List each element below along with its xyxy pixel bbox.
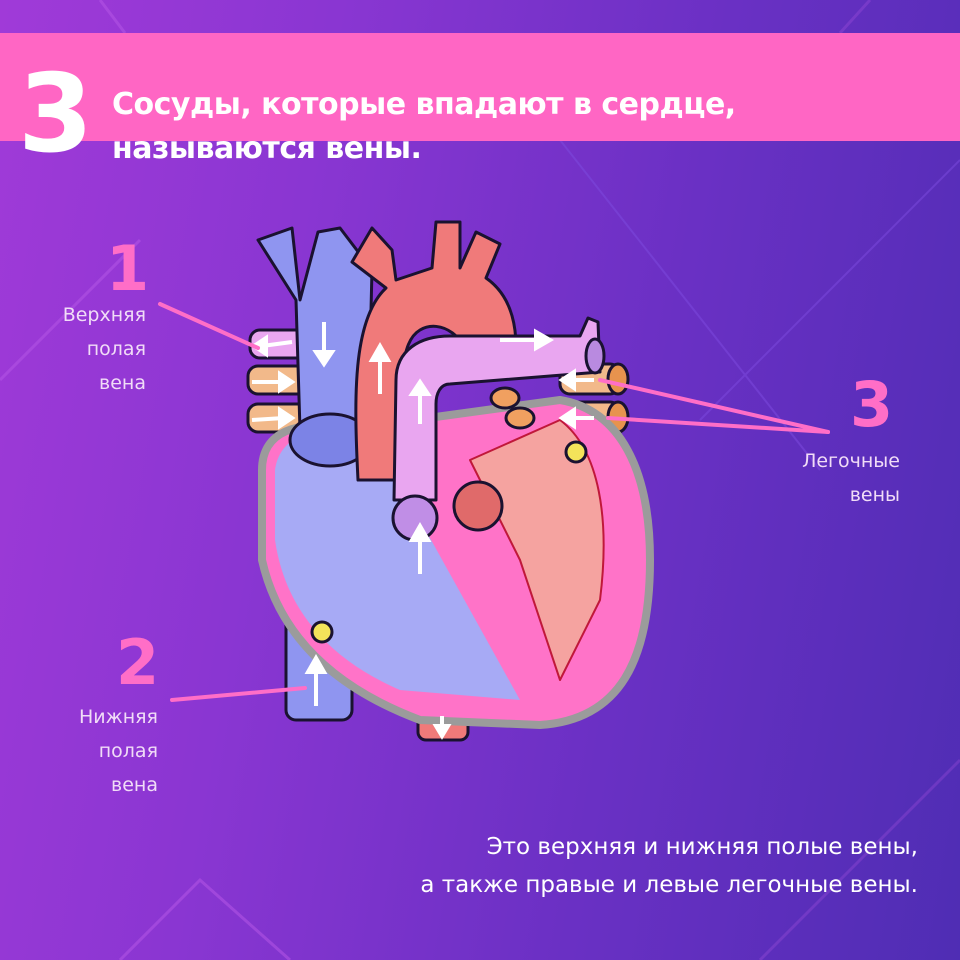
label-2-number: 2 — [116, 626, 160, 699]
caption-text: Это верхняя и нижняя полые вены, а также… — [420, 828, 918, 904]
caption-line-2: а также правые и левые легочные вены. — [420, 872, 918, 898]
label-superior-vena-cava: Верхняя полая вена — [62, 304, 146, 394]
title-line-2: называются вены. — [112, 131, 422, 166]
caption-line-1: Это верхняя и нижняя полые вены, — [486, 834, 918, 860]
label-1-number: 1 — [106, 232, 150, 305]
page-title: Сосуды, которые впадают в сердце, называ… — [112, 83, 736, 171]
label-inferior-vena-cava: Нижняя полая вена — [78, 706, 158, 796]
label-3-number: 3 — [850, 368, 894, 441]
slide-number: 3 — [18, 52, 93, 177]
title-line-1: Сосуды, которые впадают в сердце, — [112, 87, 736, 122]
label-pulmonary-veins: Легочные вены — [802, 450, 900, 506]
header-banner: 3 Сосуды, которые впадают в сердце, назы… — [0, 33, 960, 169]
